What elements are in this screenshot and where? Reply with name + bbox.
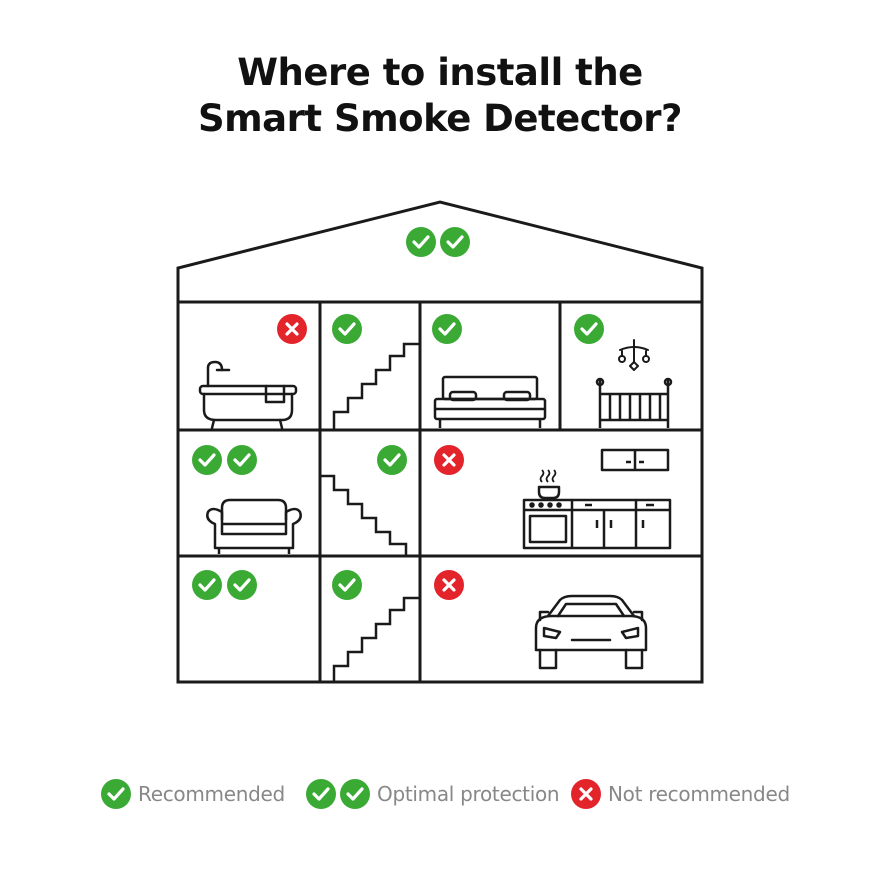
bathtub-icon	[198, 360, 298, 430]
house-outline	[176, 200, 704, 684]
cross-icon	[275, 312, 309, 346]
room-basement	[190, 568, 259, 602]
legend-not-recommended: Not recommended	[570, 774, 790, 814]
page-title: Where to install the Smart Smoke Detecto…	[0, 50, 880, 142]
stairs-icon	[320, 474, 408, 556]
crib-mobile-icon	[618, 339, 650, 371]
room-bedroom	[430, 312, 547, 428]
legend-optimal: Optimal protection	[305, 774, 560, 814]
check-icon	[340, 779, 370, 809]
room-garage	[432, 568, 648, 670]
check-icon	[438, 225, 472, 259]
check-icon	[190, 568, 224, 602]
check-icon	[225, 443, 259, 477]
check-icon	[225, 568, 259, 602]
stairs-icon	[332, 342, 420, 430]
legend-label-optimal: Optimal protection	[377, 782, 560, 806]
stairs-icon	[332, 596, 420, 682]
check-icon	[404, 225, 438, 259]
legend-recommended: Recommended	[100, 774, 285, 814]
check-icon	[101, 779, 131, 809]
sofa-icon	[206, 498, 302, 554]
kitchen-icon	[522, 448, 672, 550]
check-icon	[430, 312, 464, 346]
check-icon	[306, 779, 336, 809]
room-attic	[404, 225, 472, 259]
car-icon	[534, 594, 648, 670]
cross-icon	[432, 568, 466, 602]
check-icon	[330, 568, 364, 602]
legend-label-not-recommended: Not recommended	[608, 782, 790, 806]
check-icon	[572, 312, 606, 346]
check-icon	[190, 443, 224, 477]
room-living-room	[190, 443, 302, 554]
bed-icon	[433, 375, 547, 428]
room-nursery	[572, 312, 673, 428]
room-stairs-upper	[330, 312, 420, 430]
room-stairs-middle	[320, 443, 409, 556]
crib-icon	[595, 377, 673, 428]
room-bathroom	[198, 312, 309, 430]
cross-icon	[432, 443, 466, 477]
title-line-2: Smart Smoke Detector?	[197, 97, 683, 140]
legend-label-recommended: Recommended	[138, 782, 285, 806]
room-stairs-lower	[330, 568, 420, 682]
check-icon	[375, 443, 409, 477]
room-kitchen	[432, 443, 672, 550]
title-line-1: Where to install the	[237, 51, 643, 94]
cross-icon	[571, 779, 601, 809]
check-icon	[330, 312, 364, 346]
legend: Recommended Optimal protection Not recom…	[0, 774, 880, 814]
